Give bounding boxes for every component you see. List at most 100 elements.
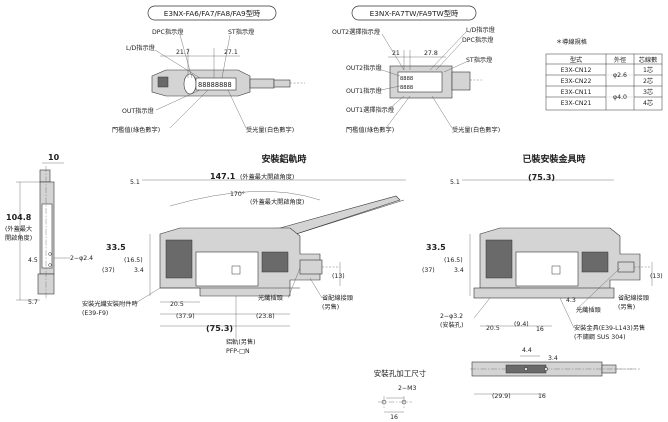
svg-text:4芯: 4芯 <box>643 99 653 107</box>
svg-text:(37): (37) <box>102 267 115 274</box>
svg-text:8888: 8888 <box>400 76 413 82</box>
svg-text:16: 16 <box>538 393 546 400</box>
svg-text:芯線數: 芯線數 <box>639 56 658 64</box>
st-indicator-label-2: ST指示燈 <box>466 56 492 64</box>
mount-hole-label: 2−φ3.2 <box>440 313 463 320</box>
side-view: 10 104.8 (外蓋最大 開啟角度) 4.5 5.7 2−φ2.4 <box>5 153 93 306</box>
svg-text:21: 21 <box>392 50 400 57</box>
svg-text:(不鏽鋼 SUS 304): (不鏽鋼 SUS 304) <box>574 333 626 341</box>
svg-text:27.1: 27.1 <box>224 49 238 56</box>
threshold-label-2: 門檻值(綠色數字) <box>346 126 394 134</box>
svg-text:(16.5): (16.5) <box>124 257 143 264</box>
out2-indicator-label: OUT2指示燈 <box>346 64 382 72</box>
out1-select-indicator-label: OUT1選擇指示燈 <box>346 106 394 114</box>
svg-text:147.1: 147.1 <box>210 172 236 181</box>
hole-dimensions-title: 安裝孔加工尺寸 <box>374 368 427 378</box>
svg-text:33.5: 33.5 <box>106 243 126 252</box>
svg-text:PFP-□N: PFP-□N <box>226 348 250 355</box>
svg-text:(23.8): (23.8) <box>256 313 275 320</box>
svg-text:型式: 型式 <box>570 56 582 64</box>
svg-text:外徑: 外徑 <box>614 56 626 64</box>
table-row: E3X-CN11 <box>561 89 592 96</box>
svg-text:8888: 8888 <box>400 85 413 91</box>
rail-label: 鋁軌(另售) <box>226 338 256 346</box>
svg-text:20.5: 20.5 <box>486 325 500 332</box>
svg-text:2−M3: 2−M3 <box>398 385 416 392</box>
svg-text:1芯: 1芯 <box>643 66 653 74</box>
svg-text:(9.4): (9.4) <box>514 321 529 328</box>
svg-text:4.4: 4.4 <box>522 347 532 354</box>
svg-text:(安裝孔): (安裝孔) <box>440 321 463 329</box>
rail-mount-title: 安裝鋁軌時 <box>261 153 306 165</box>
svg-text:(外蓋最大: (外蓋最大 <box>5 225 32 233</box>
cable-table-title: ＊導線規格 <box>556 38 588 46</box>
table-row: E3X-CN21 <box>561 100 592 107</box>
fiber-accessory-label: 安裝光纖安裝附件時 <box>82 300 138 308</box>
svg-text:3.4: 3.4 <box>548 355 558 362</box>
out-indicator-label: OUT指示燈 <box>122 107 154 115</box>
svg-text:27.8: 27.8 <box>424 50 438 57</box>
svg-text:(75.3): (75.3) <box>206 324 233 333</box>
svg-text:16: 16 <box>390 414 398 421</box>
svg-text:2芯: 2芯 <box>643 77 653 85</box>
svg-text:33.5: 33.5 <box>426 243 446 252</box>
bottom-view: 4.4 3.4 (29.9) 16 <box>470 347 640 400</box>
svg-text:(29.9): (29.9) <box>492 393 511 400</box>
top-left-title-pill <box>147 5 277 21</box>
svg-text:(37): (37) <box>422 267 435 274</box>
hole-diagram: 2−M3 16 <box>378 385 416 421</box>
svg-text:5.1: 5.1 <box>450 179 460 186</box>
svg-text:(E39-F9): (E39-F9) <box>82 310 108 317</box>
svg-text:3.4: 3.4 <box>134 267 144 274</box>
svg-text:(37.9): (37.9) <box>176 313 195 320</box>
connector-label-2: 省配線接頭 <box>618 294 650 302</box>
svg-text:(外蓋最大開啟角度): (外蓋最大開啟角度) <box>240 173 294 181</box>
st-indicator-label: ST指示燈 <box>228 28 254 36</box>
svg-text:(75.3): (75.3) <box>528 173 555 182</box>
svg-text:3.4: 3.4 <box>454 267 464 274</box>
dpc-indicator-label: DPC指示燈 <box>152 28 183 36</box>
top-right-sensor: 8888 8888 <box>389 65 482 99</box>
svg-text:170°: 170° <box>230 190 245 198</box>
svg-text:20.5: 20.5 <box>170 301 184 308</box>
bracket-label: 安裝金具(E39-L143)另售 <box>574 324 645 332</box>
fiber-plug-label-2: 光纖插頭 <box>576 306 602 314</box>
svg-text:(另售): (另售) <box>618 303 635 311</box>
svg-text:開啟角度): 開啟角度) <box>5 234 32 242</box>
svg-text:21.7: 21.7 <box>176 49 190 56</box>
svg-text:10: 10 <box>48 153 60 162</box>
top-right-title-pill <box>351 5 477 21</box>
top-left-sensor: 88888888 <box>151 69 305 97</box>
svg-text:2−φ2.4: 2−φ2.4 <box>70 255 93 262</box>
threshold-label: 門檻值(綠色數字) <box>112 126 160 134</box>
cable-spec-table: 型式 外徑 芯線數 E3X-CN12 φ2.6 1芯 E3X-CN22 2芯 E… <box>545 53 663 111</box>
fiber-plug-label: 光纖插頭 <box>258 294 284 302</box>
ld-indicator-label-2: L/D指示燈 <box>466 26 495 34</box>
rail-mount-view: 5.1 147.1 (外蓋最大開啟角度) 170° (外蓋最大開啟角度) 33.… <box>82 172 406 355</box>
top-left-title: E3NX-FA6/FA7/FA8/FA9型時 <box>164 9 261 18</box>
svg-text:(13): (13) <box>650 273 663 280</box>
bracket-mount-title: 已裝安裝金具時 <box>522 153 585 165</box>
table-row: E3X-CN12 <box>561 67 592 74</box>
svg-text:(16.5): (16.5) <box>444 257 463 264</box>
dpc-indicator-label-2: DPC指示燈 <box>462 36 493 44</box>
svg-text:5.7: 5.7 <box>28 299 38 306</box>
out2-select-indicator-label: OUT2選擇指示燈 <box>332 28 380 36</box>
table-row: E3X-CN22 <box>561 78 592 85</box>
connector-label: 省配線接頭 <box>322 294 354 302</box>
bracket-mount-view: 5.1 (75.3) 33.5 (16.5) (37) 3.4 (13) 4.3… <box>422 173 663 341</box>
svg-text:88888888: 88888888 <box>198 81 232 89</box>
svg-text:φ4.0: φ4.0 <box>613 94 627 101</box>
top-right-title: E3NX-FA7TW/FA9TW型時 <box>370 9 459 18</box>
svg-text:104.8: 104.8 <box>6 213 32 222</box>
ld-indicator-label: L/D指示燈 <box>126 44 155 52</box>
svg-text:4.5: 4.5 <box>28 257 38 264</box>
received-light-label: 受光量(白色數字) <box>246 126 294 134</box>
received-light-label-2: 受光量(白色數字) <box>452 126 500 134</box>
out1-indicator-label: OUT1指示燈 <box>346 87 382 95</box>
svg-text:3芯: 3芯 <box>643 88 653 96</box>
svg-text:5.1: 5.1 <box>130 179 140 186</box>
svg-text:16: 16 <box>536 326 544 333</box>
